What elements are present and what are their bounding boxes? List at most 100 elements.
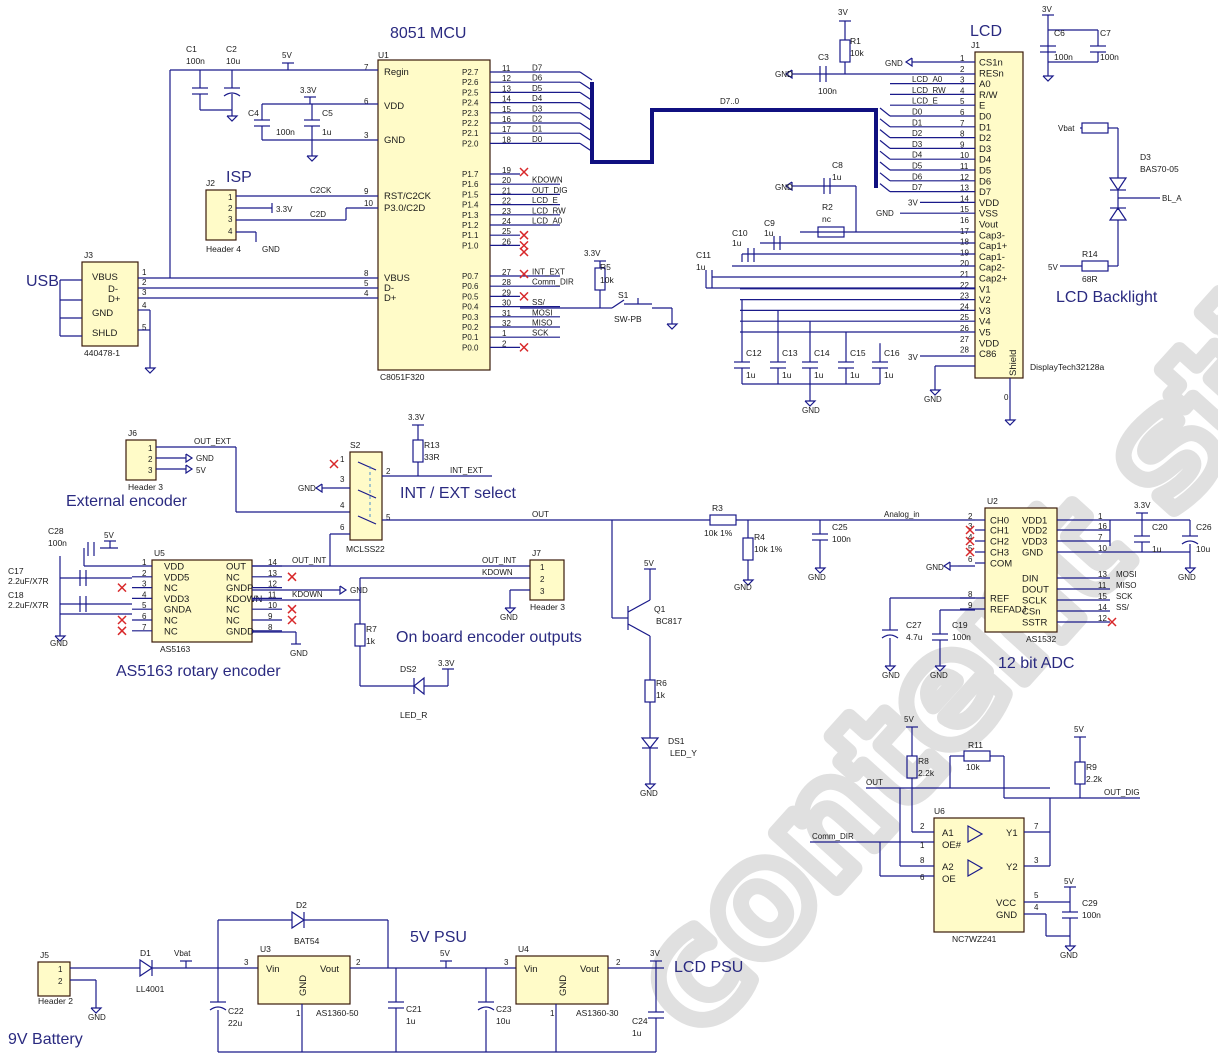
svg-text:Vin: Vin	[524, 964, 538, 975]
u1-net-label: D2	[532, 115, 543, 124]
u1-pin-name: P3.0/C2D	[384, 203, 425, 214]
svg-text:5V: 5V	[196, 466, 206, 475]
svg-text:5V: 5V	[104, 531, 114, 540]
svg-text:3V: 3V	[650, 949, 660, 958]
lcd-pin-name: V3	[979, 306, 991, 317]
u5-pin-number: 1	[142, 558, 147, 567]
lcd-bus-entry	[879, 129, 891, 139]
svg-text:1: 1	[540, 563, 545, 572]
lcd-pin-name: V2	[979, 295, 991, 306]
lcd-net-label: D6	[912, 172, 923, 181]
u5-pin-name: OUT	[226, 562, 246, 573]
svg-text:KDOWN: KDOWN	[482, 568, 513, 577]
c5-ref: C5	[322, 108, 333, 118]
no-connect-mark	[287, 572, 297, 582]
svg-text:VBUS: VBUS	[92, 272, 118, 283]
u1-pin-name: P1.7	[462, 170, 479, 179]
u2-pin-number: 4	[968, 533, 973, 542]
isp-gnd-label: GND	[262, 245, 280, 254]
svg-text:5V: 5V	[1048, 263, 1058, 272]
u1-pin-name: P2.4	[462, 99, 479, 108]
svg-text:C28: C28	[48, 526, 64, 536]
svg-text:AS1532: AS1532	[1026, 634, 1057, 644]
svg-text:BC817: BC817	[656, 616, 682, 626]
u1-pin-name: P2.5	[462, 88, 479, 97]
u1-net-label: OUT_DIG	[532, 186, 568, 195]
u1-pin-number: 4	[364, 289, 369, 298]
lcd-pin-number: 7	[960, 119, 965, 128]
c1-ref: C1	[186, 44, 197, 54]
svg-text:C18: C18	[8, 590, 24, 600]
lcd-pin-name: CS1n	[979, 58, 1003, 69]
svg-text:1: 1	[142, 268, 147, 277]
lcd-pin-number: 18	[960, 238, 969, 247]
svg-text:Comm_DIR: Comm_DIR	[812, 832, 854, 841]
u1-pin-number: 3	[364, 131, 369, 140]
svg-text:4: 4	[1034, 903, 1039, 912]
c5-val: 1u	[322, 127, 332, 137]
u1-pin-name: VDD	[384, 101, 404, 112]
lcd-net-label: D5	[912, 162, 923, 171]
u1-net-label: SS/	[532, 298, 546, 307]
s2-int-ext-switch	[349, 451, 383, 541]
svg-text:R1: R1	[850, 36, 861, 46]
cap-value: 1u	[884, 370, 894, 380]
svg-text:DS1: DS1	[668, 736, 685, 746]
svg-text:OE: OE	[942, 874, 956, 885]
svg-text:GND: GND	[350, 586, 368, 595]
svg-text:3.3V: 3.3V	[584, 249, 601, 258]
svg-text:1: 1	[296, 1009, 301, 1018]
svg-text:3: 3	[340, 475, 345, 484]
u2-pin-number: 7	[1098, 533, 1103, 542]
no-connect-mark	[287, 615, 297, 625]
svg-text:3V: 3V	[908, 353, 918, 362]
u1-pin-name: P2.7	[462, 68, 479, 77]
j6-ext-encoder-header	[125, 439, 157, 481]
lcd-pin-name: Cap3-	[979, 230, 1005, 241]
lcd-pin-number: 21	[960, 270, 969, 279]
u1-pin-number: 22	[502, 197, 511, 206]
lcd-pin-number: 13	[960, 184, 969, 193]
u6-buffer	[933, 817, 1025, 933]
u5-as5163-encoder	[151, 559, 253, 643]
svg-text:3: 3	[244, 958, 249, 967]
svg-text:OUT_EXT: OUT_EXT	[194, 437, 231, 446]
c4-val: 100n	[276, 127, 295, 137]
u5-pin-name: VDD	[164, 562, 184, 573]
lcd-net-label: LCD_RW	[912, 86, 946, 95]
lcd-pin-number: 14	[960, 194, 969, 203]
lcd-pin-number: 4	[960, 86, 965, 95]
lcd-bus-entry	[879, 118, 891, 128]
svg-text:100n: 100n	[1082, 910, 1101, 920]
u1-pin-name: P1.2	[462, 221, 479, 230]
svg-text:C24: C24	[632, 1016, 648, 1026]
lcd-pin-number: 8	[960, 130, 965, 139]
svg-text:DisplayTech32128a: DisplayTech32128a	[1030, 362, 1104, 372]
lcd-net-label: D1	[912, 118, 923, 127]
u5-pin-number: 7	[142, 623, 147, 632]
svg-text:C20: C20	[1152, 522, 1168, 532]
svg-text:8: 8	[920, 856, 925, 865]
svg-text:10k 1%: 10k 1%	[704, 528, 733, 538]
u1-pin-name: P1.1	[462, 231, 479, 240]
u1-pin-number: 29	[502, 288, 511, 297]
svg-text:J5: J5	[40, 950, 49, 960]
u2-pin-number: 5	[968, 544, 973, 553]
int-ext-title: INT / EXT select	[400, 485, 516, 502]
svg-text:2: 2	[142, 278, 147, 287]
svg-text:LL4001: LL4001	[136, 984, 165, 994]
u5-pin-number: 4	[142, 590, 147, 599]
svg-text:1u: 1u	[632, 1028, 642, 1038]
u2-pin-number: 15	[1098, 592, 1107, 601]
svg-text:5V: 5V	[904, 715, 914, 724]
lcd-pin-name: C86	[979, 349, 996, 360]
u1-pin-name: P0.3	[462, 313, 479, 322]
u1-pin-number: 23	[502, 207, 511, 216]
u5-pin-name: NC	[226, 605, 240, 616]
svg-text:R2: R2	[822, 202, 833, 212]
svg-text:Header 3: Header 3	[530, 602, 565, 612]
svg-text:U6: U6	[934, 806, 945, 816]
svg-text:6: 6	[340, 523, 345, 532]
no-connect-mark	[965, 525, 975, 535]
